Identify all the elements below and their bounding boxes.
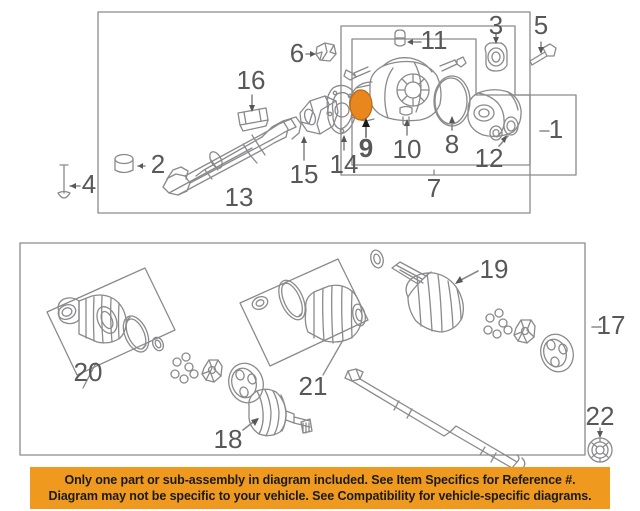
- part-inner-race: [228, 362, 264, 404]
- callout-label-16: 16: [237, 65, 266, 95]
- part-12-seal: [489, 116, 519, 141]
- part-11-vent: [394, 29, 406, 47]
- callout-label-2: 2: [151, 149, 165, 179]
- part-20-boot-kit: [46, 267, 176, 376]
- callout-10-leader: [404, 119, 410, 136]
- callout-label-4: 4: [82, 169, 96, 199]
- part-3-insulator: [484, 42, 508, 72]
- callout-20-leader: [82, 362, 97, 389]
- callout-18-leader: [242, 418, 259, 431]
- callout-label-12: 12: [475, 143, 504, 173]
- callout-label-20: 20: [74, 357, 103, 387]
- callout-16-leader: [249, 94, 255, 112]
- part-16-damper: [237, 107, 269, 132]
- callout-label-14: 14: [330, 149, 359, 179]
- callout-8-leader: [449, 116, 455, 131]
- callout-label-11: 11: [421, 25, 448, 55]
- part-22-axle-nut: [587, 437, 613, 463]
- callout-14-leader: [341, 135, 347, 151]
- part-tripod-spider-2: [513, 319, 536, 344]
- diagram-notice-banner: Only one part or sub-assembly in diagram…: [30, 467, 610, 509]
- callout-label-1: 1: [549, 114, 563, 144]
- part-13-propeller-shaft: [162, 116, 302, 196]
- part-6-clamp: [315, 42, 337, 62]
- callout-label-15: 15: [290, 159, 319, 189]
- part-bolt-left-carrier: [343, 66, 371, 81]
- callout-19-leader: [455, 270, 479, 284]
- callout-label-21: 21: [299, 371, 328, 401]
- part-21-boot-kit: [239, 258, 369, 367]
- callout-label-6: 6: [290, 38, 304, 68]
- part-bearing-balls-2: [483, 308, 513, 339]
- notice-line-2: Diagram may not be specific to your vehi…: [48, 488, 592, 503]
- callout-21-leader: [322, 339, 344, 376]
- callout-label-13: 13: [225, 182, 254, 212]
- lower-group-box: [19, 242, 586, 456]
- callout-4-leader: [69, 183, 81, 189]
- notice-line-1: Only one part or sub-assembly in diagram…: [64, 472, 576, 487]
- callout-6-leader: [305, 51, 316, 57]
- callout-label-5: 5: [534, 10, 548, 40]
- part-bearing-balls: [170, 352, 199, 384]
- part-bolt-right-carrier: [439, 56, 467, 72]
- callout-number-labels: 1 2 3 4 5 6 7 8 9 10 11 12 13 14 15 16 1…: [74, 10, 626, 454]
- part-2-bushing: [114, 153, 134, 174]
- callout-label-7: 7: [427, 173, 441, 203]
- callout-12-leader: [498, 135, 509, 147]
- group-box-7: [340, 25, 577, 176]
- callout-5-leader: [538, 41, 544, 54]
- callout-label-19: 19: [480, 254, 509, 284]
- part-19-outer-cv-joint: [370, 249, 464, 333]
- part-15-coupling: [299, 95, 339, 135]
- callout-22-leader: [597, 427, 603, 438]
- part-tripod-spider: [201, 359, 223, 383]
- part-differential-cover: [467, 89, 522, 138]
- callout-label-8: 8: [445, 129, 459, 159]
- part-4-bolt: [57, 164, 71, 199]
- callout-9-leader: [362, 118, 370, 138]
- callout-label-10: 10: [393, 134, 422, 164]
- callout-2-leader: [137, 163, 146, 169]
- callout-label-3: 3: [489, 10, 503, 40]
- callout-label-17: 17: [597, 310, 626, 340]
- callout-3-leader: [493, 32, 499, 44]
- callout-label-22: 22: [586, 401, 615, 431]
- part-inner-race-2: [540, 333, 574, 373]
- part-9-highlighted-seal: [349, 89, 373, 121]
- callout-label-9: 9: [359, 133, 373, 163]
- callout-15-leader: [301, 136, 307, 161]
- callout-label-18: 18: [214, 424, 243, 454]
- part-18-inner-cv-joint: [248, 388, 313, 437]
- callout-11-leader: [407, 39, 422, 45]
- group-box-7-inner: [351, 38, 531, 166]
